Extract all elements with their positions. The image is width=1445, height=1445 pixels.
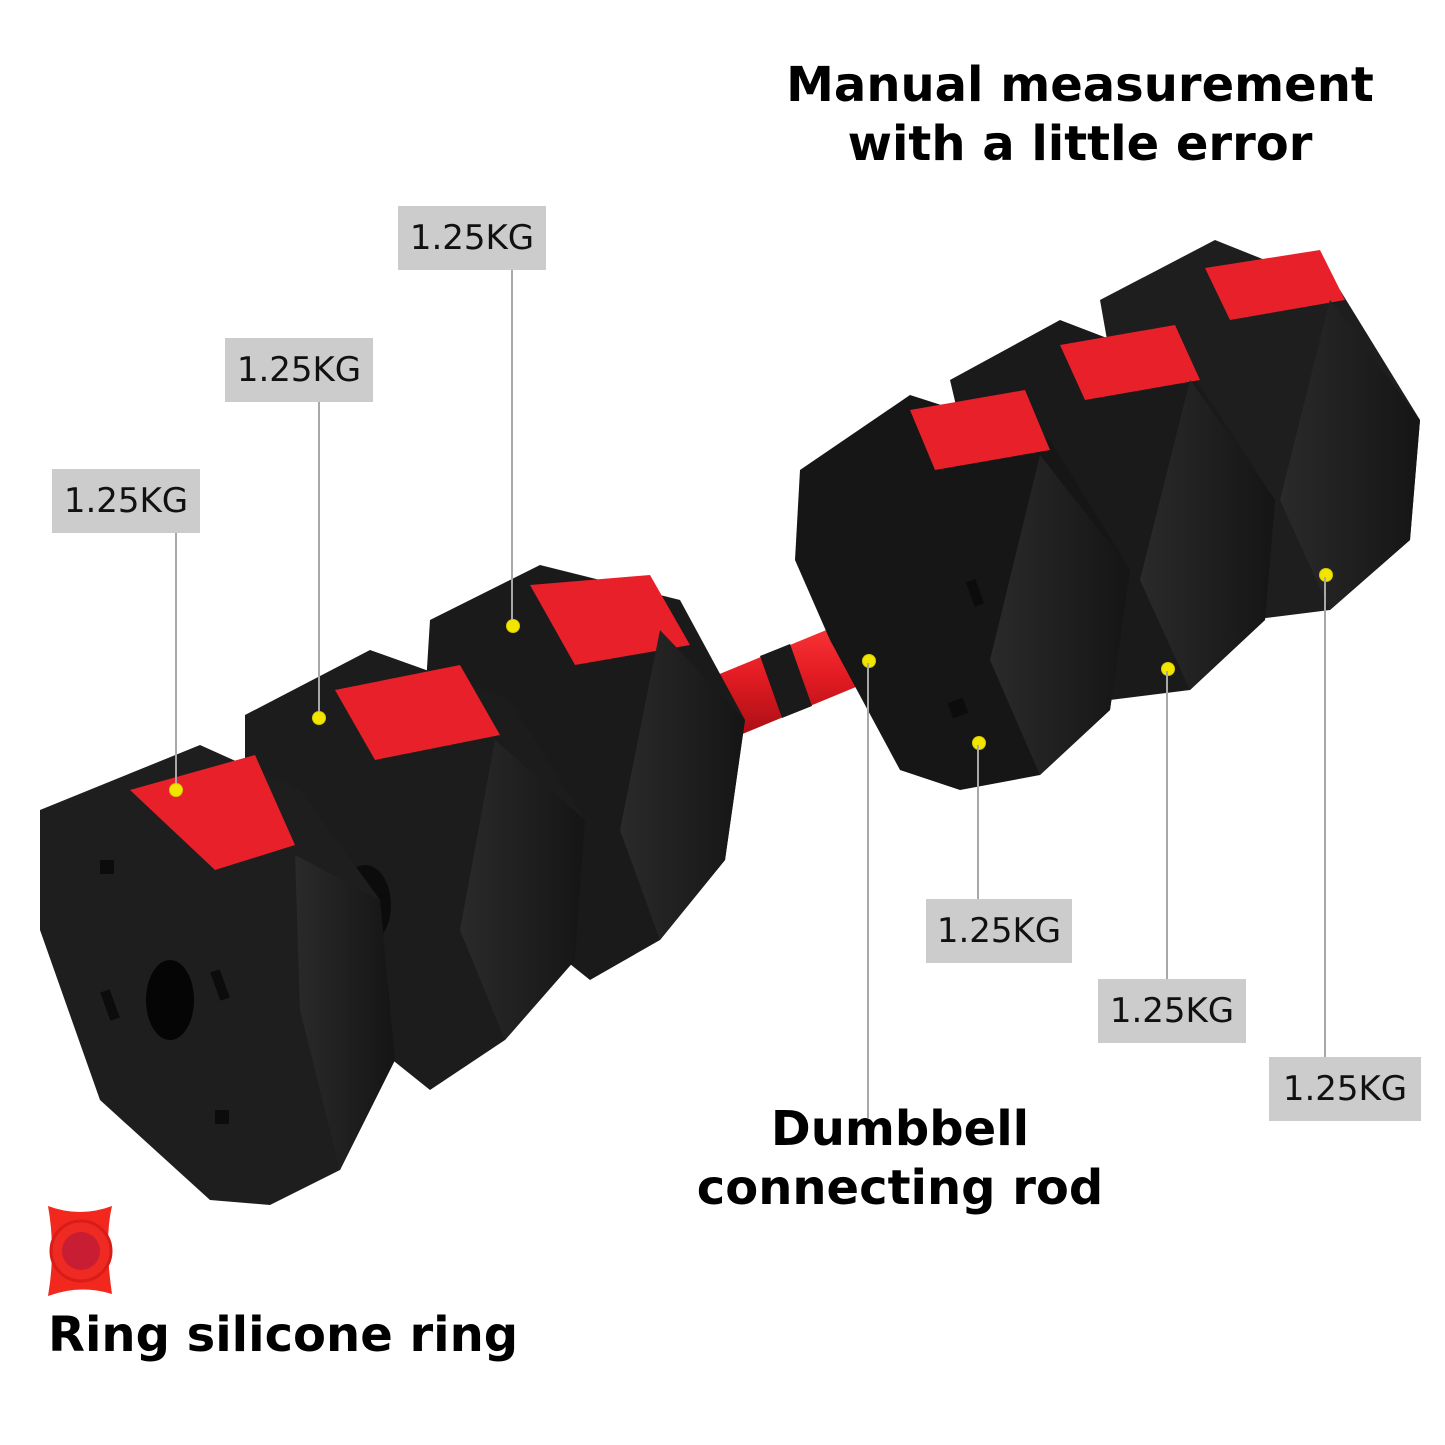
marker-dot — [1162, 663, 1174, 675]
rod-label-line-2: connecting rod — [696, 1159, 1104, 1216]
marker-dot — [973, 737, 985, 749]
connecting-rod-label: Dumbbell connecting rod — [660, 1100, 1140, 1217]
plate-left-middle — [245, 650, 585, 1090]
heading-line-2: with a little error — [847, 115, 1313, 172]
leader-line — [977, 745, 979, 900]
weight-tag-left-front: 1.25KG — [52, 469, 200, 533]
weight-tag-right-inner: 1.25KG — [926, 899, 1072, 963]
weight-tag-right-outer: 1.25KG — [1269, 1057, 1421, 1121]
silicone-ring-label: Ring silicone ring — [48, 1307, 519, 1363]
leader-line — [1166, 671, 1168, 980]
marker-dot — [313, 712, 325, 724]
plate-right-inner — [795, 390, 1130, 790]
silicone-ring-image — [48, 1206, 113, 1296]
heading-line-1: Manual measurement — [786, 57, 1374, 113]
leader-line — [1324, 577, 1326, 1058]
marker-dot — [863, 655, 875, 667]
plate-left-inner — [425, 565, 745, 980]
leader-line — [318, 402, 320, 715]
weight-tag-left-inner: 1.25KG — [398, 206, 546, 270]
leader-line — [175, 533, 177, 785]
measurement-disclaimer-heading: Manual measurement with a little error — [740, 56, 1420, 173]
leader-line — [867, 663, 869, 1118]
weight-tag-left-middle: 1.25KG — [225, 338, 373, 402]
leader-line — [511, 270, 513, 626]
marker-dot — [507, 620, 519, 632]
marker-dot — [1320, 569, 1332, 581]
rod-label-line-1: Dumbbell — [770, 1101, 1030, 1157]
weight-tag-right-middle: 1.25KG — [1098, 979, 1246, 1043]
plate-left-front — [40, 745, 395, 1205]
marker-dot — [170, 784, 182, 796]
